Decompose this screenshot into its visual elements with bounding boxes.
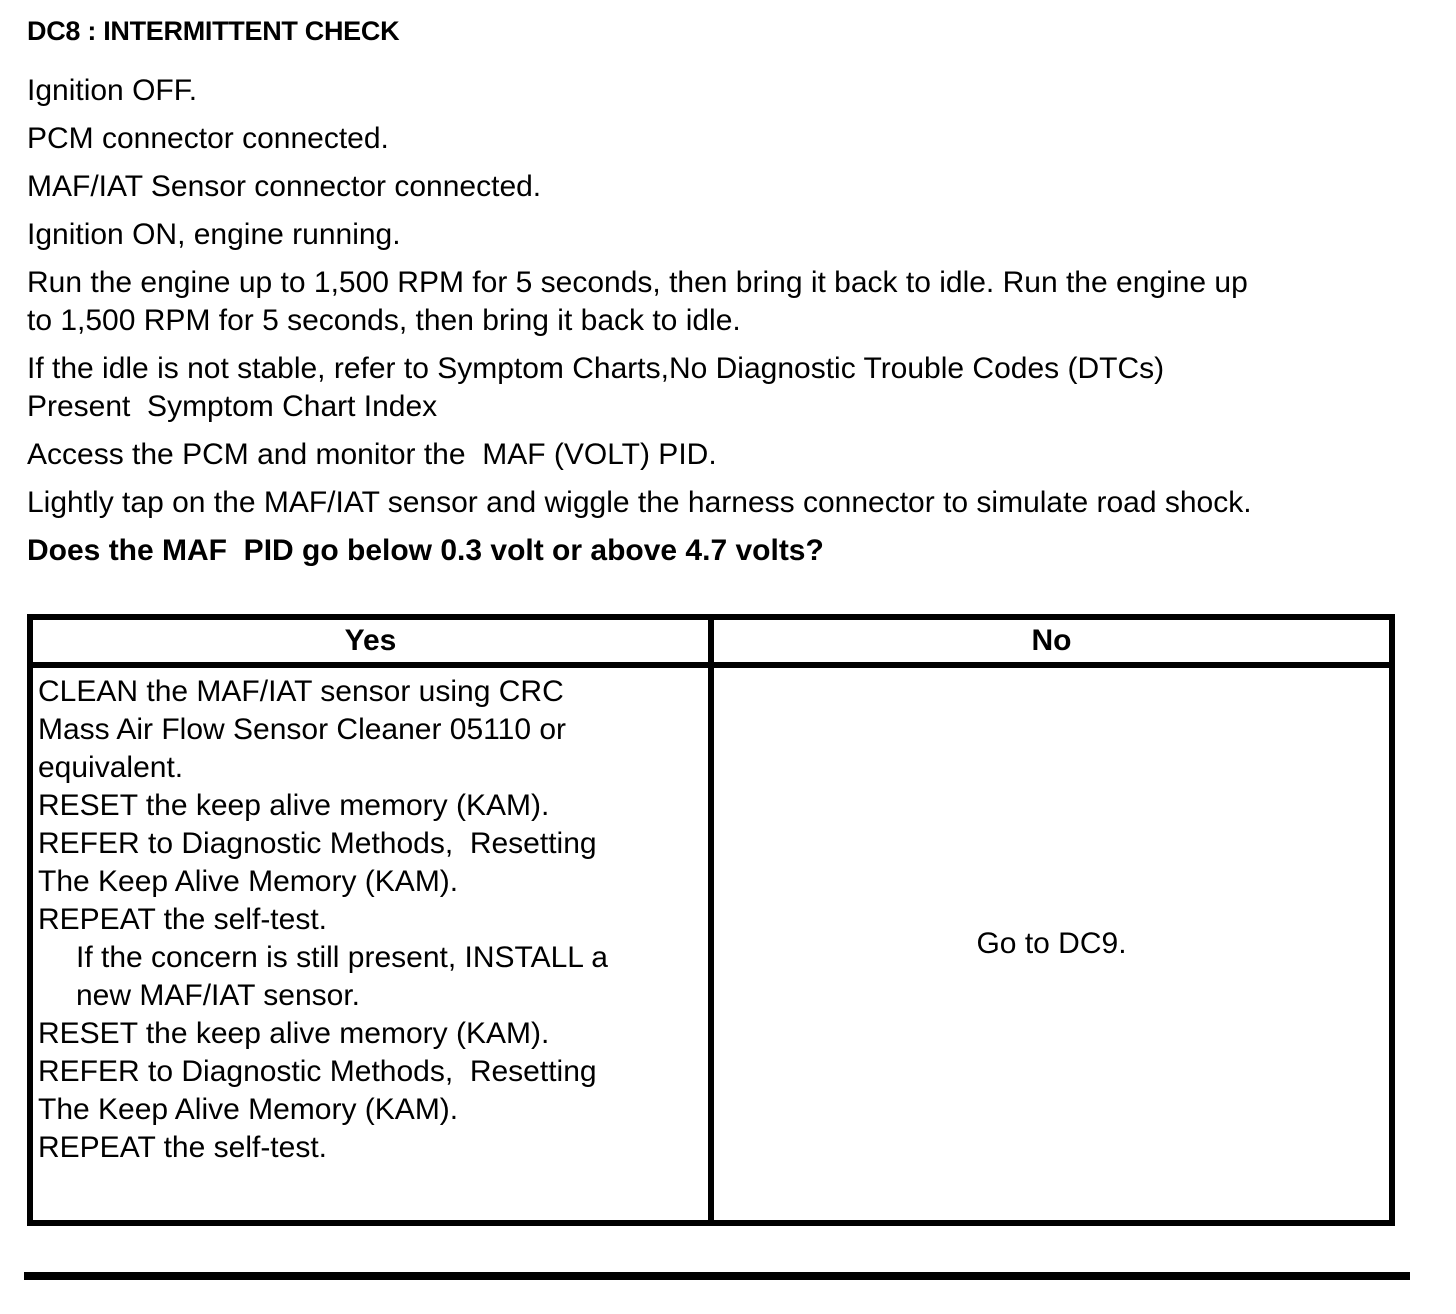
step-run-engine: Run the engine up to 1,500 RPM for 5 sec… <box>27 264 1456 340</box>
step-ignition-off: Ignition OFF. <box>27 72 1456 110</box>
step-text-line: Ignition ON, engine running. <box>27 218 401 251</box>
decision-question: Does the MAF PID go below 0.3 volt or ab… <box>27 534 824 567</box>
yes-action-line: REPEAT the self-test. <box>38 903 327 936</box>
bottom-divider <box>24 1272 1410 1280</box>
step-tap-sensor: Lightly tap on the MAF/IAT sensor and wi… <box>27 484 1456 522</box>
step-text-line: If the idle is not stable, refer to Symp… <box>27 352 1165 385</box>
yes-action-line: RESET the keep alive memory (KAM). <box>38 789 550 822</box>
step-text-line: Run the engine up to 1,500 RPM for 5 sec… <box>27 266 1248 299</box>
decision-table: Yes No CLEAN the MAF/IAT sensor using CR… <box>27 614 1395 1226</box>
no-actions-cell: Go to DC9. <box>708 662 1395 1226</box>
decision-table-header-row: Yes No <box>27 614 1395 668</box>
step-ignition-on: Ignition ON, engine running. <box>27 216 1456 254</box>
no-column-header: No <box>708 614 1395 668</box>
step-maf-connected: MAF/IAT Sensor connector connected. <box>27 168 1456 206</box>
yes-action-line: REFER to Diagnostic Methods, Resetting <box>38 827 597 860</box>
yes-action-line: equivalent. <box>38 751 184 784</box>
yes-action-line-indented: If the concern is still present, INSTALL… <box>76 941 608 974</box>
diagnostic-procedure-page: DC8 : INTERMITTENT CHECK Ignition OFF. P… <box>24 16 1456 1280</box>
yes-action-line: REFER to Diagnostic Methods, Resetting <box>38 1055 597 1088</box>
step-text-line: MAF/IAT Sensor connector connected. <box>27 170 542 203</box>
yes-action-line: RESET the keep alive memory (KAM). <box>38 1017 550 1050</box>
yes-action-line: REPEAT the self-test. <box>38 1131 327 1164</box>
step-pcm-connected: PCM connector connected. <box>27 120 1456 158</box>
step-idle-not-stable: If the idle is not stable, refer to Symp… <box>27 350 1456 426</box>
step-text-line: Lightly tap on the MAF/IAT sensor and wi… <box>27 486 1252 519</box>
yes-action-line: The Keep Alive Memory (KAM). <box>38 865 459 898</box>
yes-action-line: CLEAN the MAF/IAT sensor using CRC <box>38 675 564 708</box>
step-text-line: Ignition OFF. <box>27 74 198 107</box>
page-title: DC8 : INTERMITTENT CHECK <box>27 16 400 46</box>
step-text-line: PCM connector connected. <box>27 122 389 155</box>
no-action-text: Go to DC9. <box>976 927 1127 960</box>
yes-action-line: The Keep Alive Memory (KAM). <box>38 1093 459 1126</box>
yes-actions-cell: CLEAN the MAF/IAT sensor using CRC Mass … <box>27 662 714 1226</box>
yes-action-line: Mass Air Flow Sensor Cleaner 05110 or <box>38 713 567 746</box>
step-text-line: Present Symptom Chart Index <box>27 390 438 423</box>
step-access-pcm: Access the PCM and monitor the MAF (VOLT… <box>27 436 1456 474</box>
step-text-line: to 1,500 RPM for 5 seconds, then bring i… <box>27 304 741 337</box>
decision-table-body-row: CLEAN the MAF/IAT sensor using CRC Mass … <box>27 662 1395 1226</box>
procedure-steps: Ignition OFF. PCM connector connected. M… <box>27 72 1456 522</box>
yes-column-header: Yes <box>27 614 714 668</box>
yes-action-line-indented: new MAF/IAT sensor. <box>76 979 360 1012</box>
step-text-line: Access the PCM and monitor the MAF (VOLT… <box>27 438 717 471</box>
